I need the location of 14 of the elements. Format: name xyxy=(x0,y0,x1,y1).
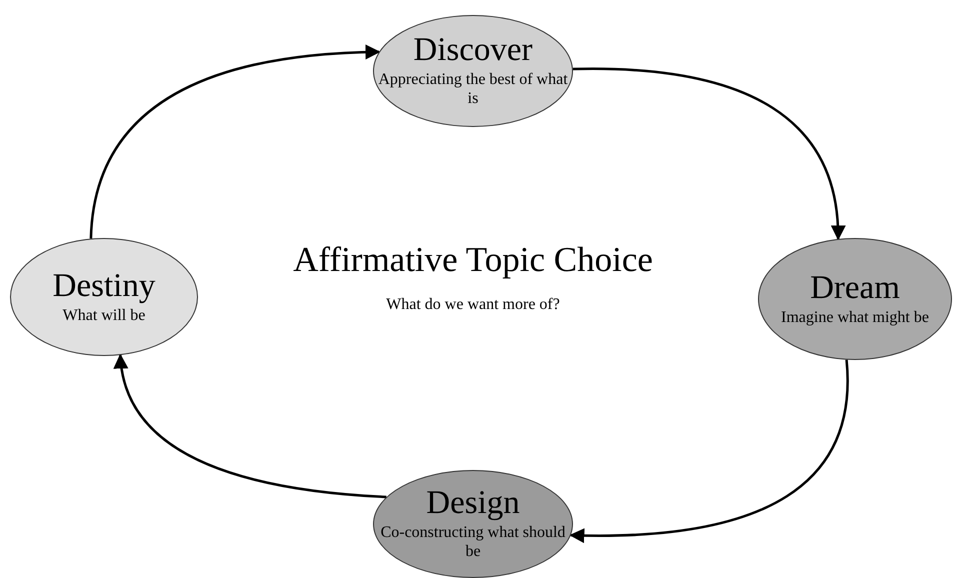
stage-title: Destiny xyxy=(52,269,156,304)
cycle-arrow xyxy=(90,44,381,239)
stage-description: Co-constructing what should be xyxy=(380,523,566,562)
center-question: What do we want more of? xyxy=(385,296,561,314)
cycle-arrow xyxy=(572,68,845,240)
stage-title: Design xyxy=(426,486,520,522)
stage-description: Appreciating the best of what is xyxy=(377,70,569,108)
cycle-arrow xyxy=(114,354,386,498)
stage-description: What will be xyxy=(62,306,146,325)
center-heading: Affirmative Topic Choice xyxy=(292,240,654,280)
stage-description: Imagine what might be xyxy=(781,308,929,327)
cycle-arrow xyxy=(569,360,849,543)
stage-title: Dream xyxy=(810,271,900,306)
stage-title: Discover xyxy=(413,33,533,68)
